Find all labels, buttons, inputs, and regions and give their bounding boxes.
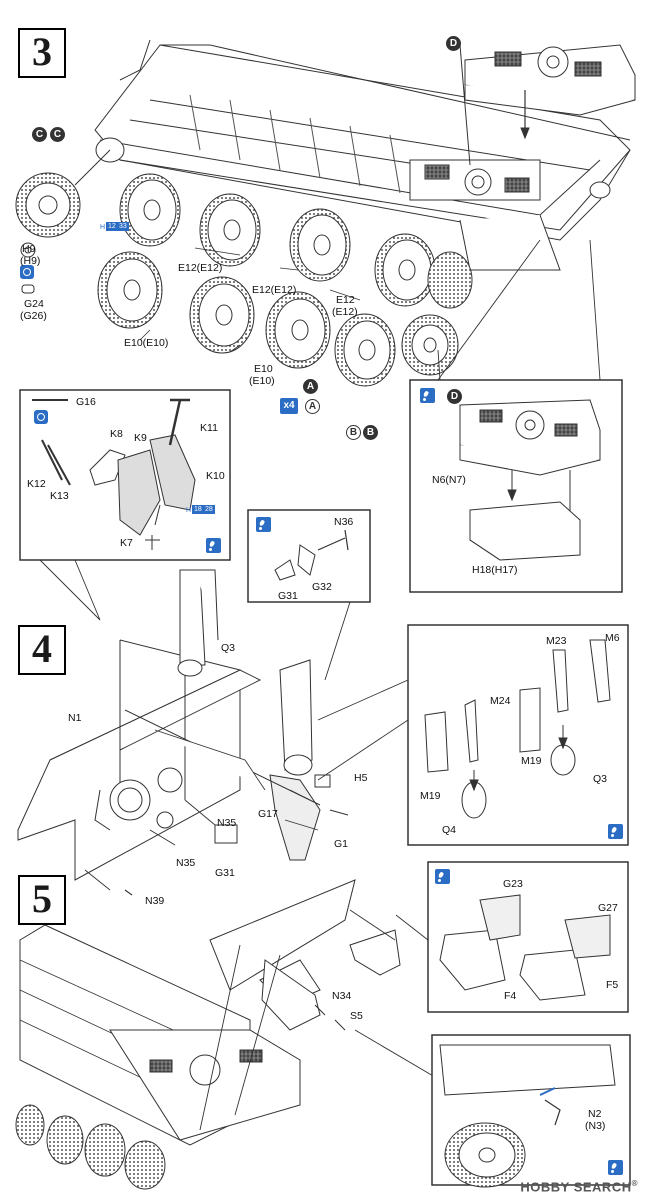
label-e10-2: E10 <box>254 363 273 375</box>
marker-d-top: D <box>446 36 461 51</box>
callout-box-f-parts <box>395 861 629 1013</box>
callout-box-d-assembly <box>409 379 623 593</box>
label-s5: S5 <box>350 1010 363 1022</box>
label-m19-left: M19 <box>420 790 441 802</box>
runner-h-prefix-2: H <box>186 507 192 514</box>
label-e12-2: E12(E12) <box>252 284 297 296</box>
step3-road-wheels <box>97 173 473 387</box>
label-e12-1: E12(E12) <box>178 262 223 274</box>
label-e12-3-alt: (E12) <box>332 306 358 318</box>
step-4-number: 4 <box>18 625 66 675</box>
runner-badge-33: 33 <box>117 222 129 231</box>
label-n34: N34 <box>332 990 352 1002</box>
runner-badge-28: 28 <box>203 505 215 514</box>
callout-box-n2-detail <box>431 1034 631 1188</box>
label-q3-step4: Q3 <box>221 642 236 654</box>
label-g27: G27 <box>598 902 618 914</box>
callout-box-m-parts <box>317 624 629 846</box>
label-n1: N1 <box>68 712 82 724</box>
step3-callout-lines <box>437 239 601 381</box>
marker-a-1: A <box>303 379 318 394</box>
label-q4: Q4 <box>442 824 457 836</box>
label-g31-callout: G31 <box>278 590 298 602</box>
hobby-search-watermark: HOBBY SEARCH® <box>520 1179 638 1194</box>
step-3-number: 3 <box>18 28 66 78</box>
glue-icon-f-callout <box>435 869 450 884</box>
marker-b-1: B <box>346 425 361 440</box>
label-e12-3: E12 <box>336 294 355 306</box>
glue-icon-n36-callout <box>256 517 271 532</box>
label-k10: K10 <box>206 470 225 482</box>
step3-hull <box>94 39 631 271</box>
label-m6: M6 <box>605 632 620 644</box>
label-m24: M24 <box>490 695 511 707</box>
label-n35-1: N35 <box>217 817 237 829</box>
label-m19-right: M19 <box>521 755 542 767</box>
label-h9-alt: (H9) <box>20 255 41 267</box>
label-n6: N6(N7) <box>432 474 466 486</box>
label-n2: N2 <box>588 1108 602 1120</box>
label-h18: H18(H17) <box>472 564 518 576</box>
marker-c-1: C <box>32 127 47 142</box>
step4-assembly <box>17 569 349 896</box>
label-n35-2: N35 <box>176 857 196 869</box>
runner-badge-18: 18 <box>192 505 204 514</box>
step5-assembly <box>15 879 441 1190</box>
label-e10-2-alt: (E10) <box>249 375 275 387</box>
runner-badge-12: 12 <box>106 222 118 231</box>
marker-d-callout: D <box>447 389 462 404</box>
label-q3-callout: Q3 <box>593 773 608 785</box>
label-g26-alt: (G26) <box>20 310 47 322</box>
label-g16: G16 <box>76 396 96 408</box>
label-h9: H9 <box>22 243 36 255</box>
label-m23: M23 <box>546 635 567 647</box>
label-n36: N36 <box>334 516 354 528</box>
marker-c-2: C <box>50 127 65 142</box>
label-h5: H5 <box>354 772 368 784</box>
label-k12: K12 <box>27 478 46 490</box>
glue-icon-d-callout <box>420 388 435 403</box>
marker-a-2: A <box>305 399 320 414</box>
label-g1: G1 <box>334 838 349 850</box>
callout-box-n36 <box>247 509 371 681</box>
label-g24: G24 <box>24 298 44 310</box>
marker-b-2: B <box>363 425 378 440</box>
label-k8: K8 <box>110 428 123 440</box>
label-g17: G17 <box>258 808 278 820</box>
symmetry-icon-h9 <box>20 265 34 279</box>
symmetry-icon-g16 <box>34 410 48 424</box>
label-k13: K13 <box>50 490 69 502</box>
watermark-registered: ® <box>631 1178 638 1188</box>
label-n3-alt: (N3) <box>585 1120 606 1132</box>
label-g23: G23 <box>503 878 523 890</box>
step-5-number: 5 <box>18 875 66 925</box>
step3-turret-deck-part <box>459 44 636 166</box>
label-g31-step4: G31 <box>215 867 235 879</box>
runner-h-prefix-1: H <box>100 224 106 231</box>
label-k7: K7 <box>120 537 133 549</box>
label-n39: N39 <box>145 895 165 907</box>
quantity-x4-badge: x4 <box>280 398 298 414</box>
label-f4: F4 <box>504 990 517 1002</box>
label-k9: K9 <box>134 432 147 444</box>
label-g32: G32 <box>312 581 332 593</box>
callout-box-k-parts <box>19 389 231 621</box>
glue-icon-n2-callout <box>608 1160 623 1175</box>
step3-sprocket <box>15 149 111 294</box>
watermark-brand: HOBBY SEARCH <box>520 1179 632 1194</box>
glue-icon-k-callout <box>206 538 221 553</box>
label-e10-1: E10(E10) <box>124 337 169 349</box>
label-f5: F5 <box>606 979 619 991</box>
label-k11: K11 <box>200 422 218 434</box>
glue-icon-m-callout <box>608 824 623 839</box>
